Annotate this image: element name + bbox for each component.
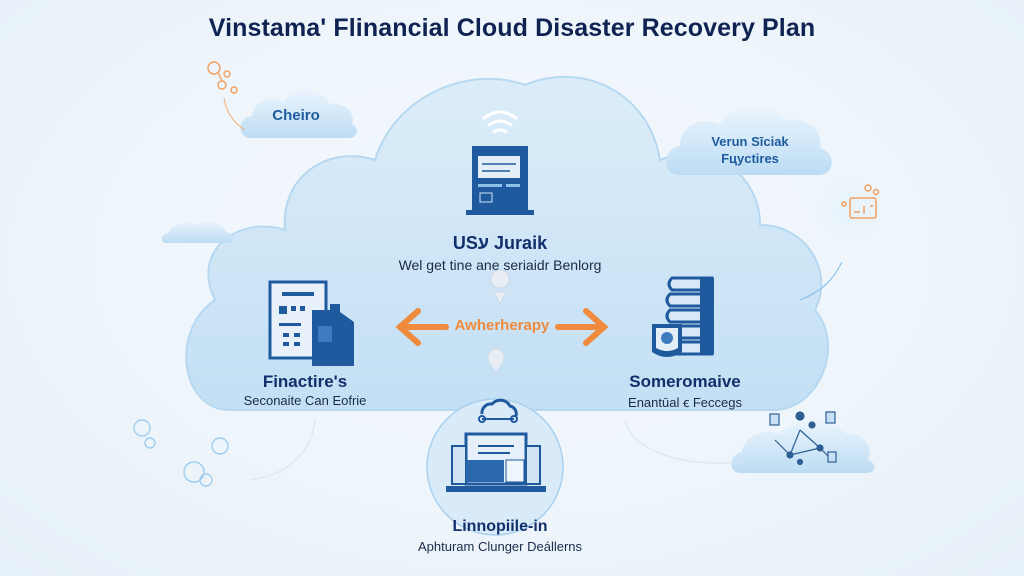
server-building-icon [466, 146, 534, 215]
cloud-network [731, 421, 875, 473]
small-pin-icon-top [490, 269, 510, 306]
connector-right [799, 261, 843, 301]
connector-label: Awherherapy [454, 317, 550, 334]
orange-molecule-icon [207, 61, 238, 94]
small-pin-icon-bottom [487, 348, 505, 372]
bidirectional-arrow [395, 308, 609, 346]
node-left-subtitle: Seconaite Can Eofrie [243, 393, 367, 408]
connector-left-bottom [249, 419, 316, 481]
connector-cheiro [223, 97, 246, 131]
network-nodes-icon [769, 411, 837, 466]
cloud-verun [665, 106, 832, 175]
cloud-cheiro [240, 90, 357, 138]
glow-right [812, 174, 884, 246]
office-documents-icon [268, 280, 354, 366]
cloud-verun-line1: Verun Sīciak [711, 134, 789, 149]
cloud-verun-label: Verun Sīciak Fцуctires [680, 133, 820, 167]
node-top: USע Juraik Wel get tine ane seriaidr Ben… [370, 233, 630, 273]
server-stack-shield-icon [652, 276, 714, 357]
node-left: Finactire's Seconaite Can Eofrie [220, 372, 390, 408]
node-bottom: Linnopiile-in Aphturam Clunger Deállerns [370, 518, 630, 554]
laptop-cloud-icon [446, 398, 546, 492]
node-top-subtitle: Wel get tine ane seriaidr Benlorg [398, 257, 602, 273]
cloud-verun-line2: Fцуctires [721, 151, 779, 166]
node-left-title: Finactire's [262, 372, 348, 391]
connector-right-bottom [624, 419, 741, 464]
blue-gears-icon [133, 419, 229, 487]
cloud-cheiro-label: Cheiro [272, 107, 320, 124]
wifi-icon [482, 110, 518, 134]
node-right-subtitle: Enantūal ꞓ Feccegs [628, 395, 742, 410]
orange-device-icon [841, 184, 880, 219]
node-bottom-title: Linnopiile-in [452, 518, 548, 535]
node-bottom-subtitle: Aphturam Clunger Deállerns [417, 539, 583, 554]
node-right-title: Someromaive [629, 372, 741, 391]
node-top-title: USע Juraik [452, 233, 548, 253]
node-right: Someromaive Enantūal ꞓ Feccegs [600, 372, 770, 411]
cloud-tiny-left [161, 221, 234, 243]
page-title: Vinstama' Flinancial Cloud Disaster Reco… [208, 14, 816, 42]
